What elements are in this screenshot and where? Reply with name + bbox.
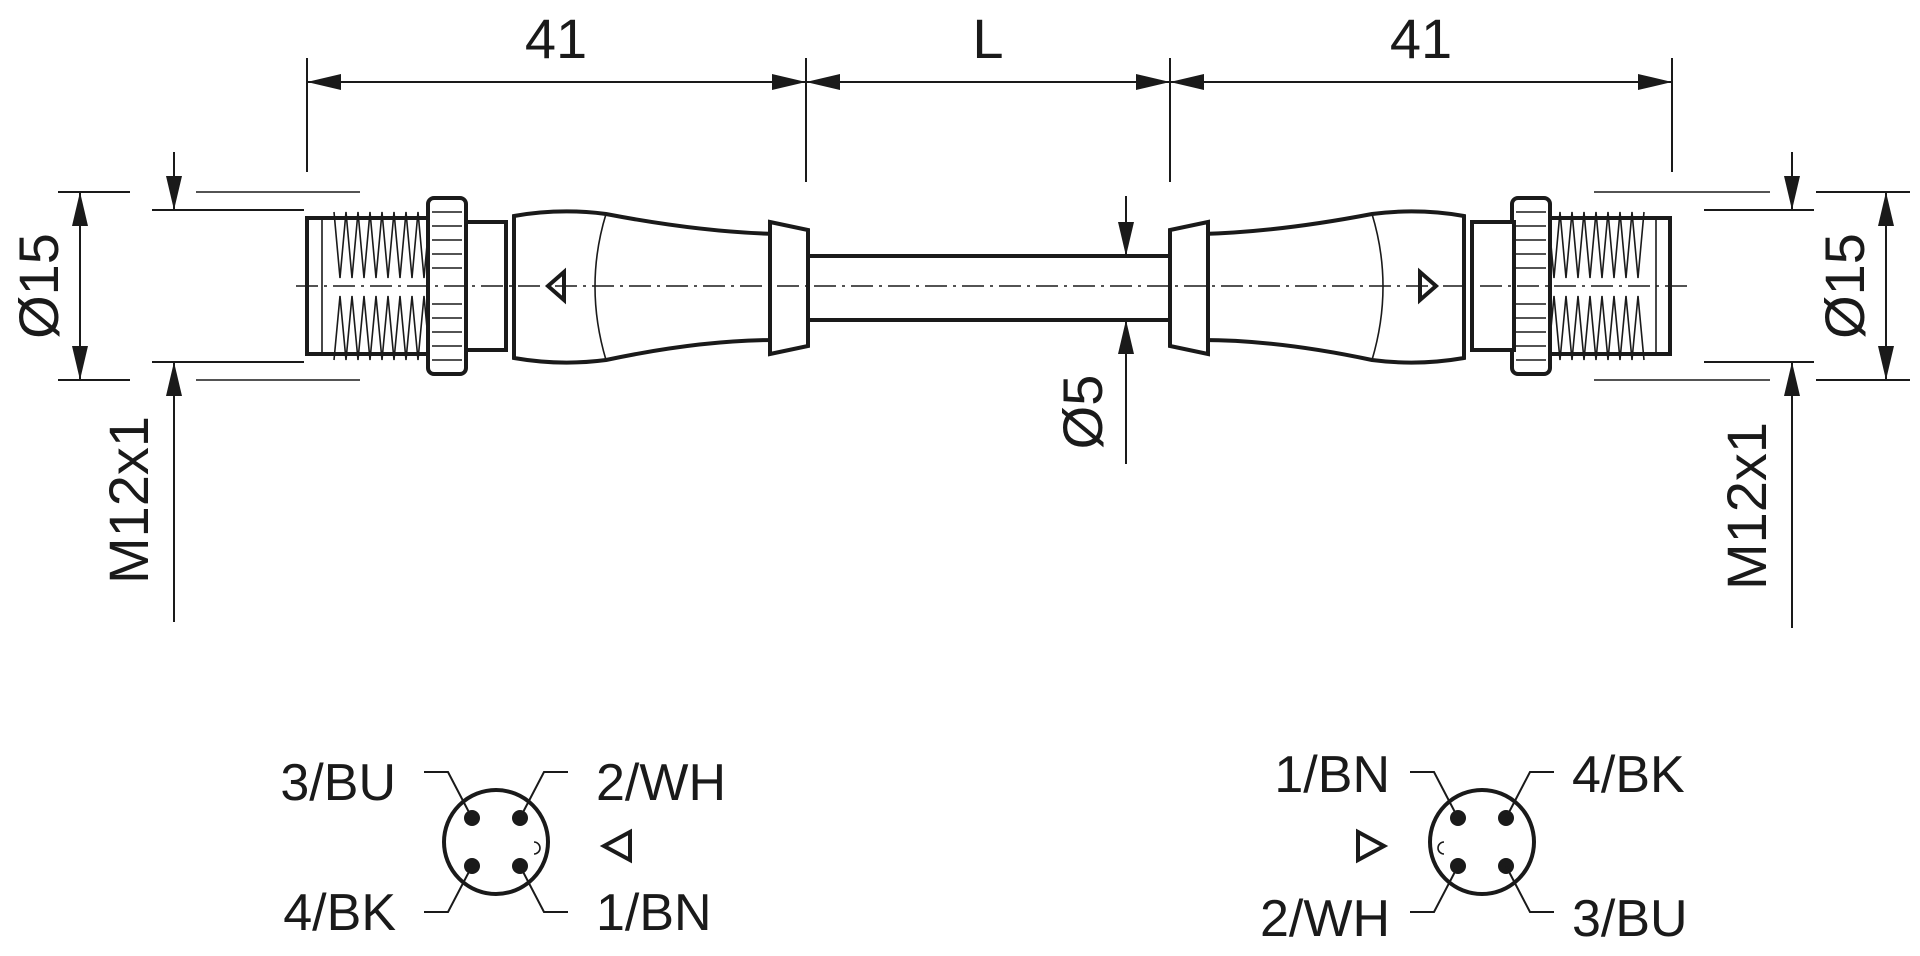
left-thread-top <box>333 211 431 279</box>
right-thread-bottom <box>1547 295 1645 361</box>
dim-right-thread: M12x1 <box>1715 422 1778 590</box>
cable <box>808 254 1168 322</box>
pin-label-left-bottom-right: 1/BN <box>596 884 712 942</box>
pin-label-left-top-left: 3/BU <box>280 754 396 812</box>
left-pinout: 3/BU 2/WH 4/BK 1/BN <box>280 754 726 942</box>
pin-label-right-top-right: 4/BK <box>1572 746 1685 804</box>
dim-left-length: 41 <box>525 7 587 70</box>
left-side-dimensions: Ø15 M12x1 <box>7 152 360 622</box>
cable-diameter-dimension: Ø5 <box>1051 196 1134 464</box>
right-side-dimensions: Ø15 M12x1 <box>1594 152 1910 628</box>
dim-right-length: 41 <box>1390 7 1452 70</box>
pin-label-left-bottom-left: 4/BK <box>283 884 396 942</box>
left-thread-bottom <box>333 295 431 361</box>
top-dimensions: 41 L 41 <box>306 7 1673 182</box>
dim-right-diameter: Ø15 <box>1813 233 1876 339</box>
dim-left-thread: M12x1 <box>97 416 160 584</box>
pin-label-right-top-left: 1/BN <box>1274 746 1390 804</box>
pin-label-left-top-right: 2/WH <box>596 754 726 812</box>
right-pinout: 1/BN 4/BK 2/WH 3/BU <box>1260 746 1688 948</box>
dim-left-diameter: Ø15 <box>7 233 70 339</box>
dim-cable-length: L <box>972 7 1003 70</box>
right-thread-top <box>1547 211 1645 279</box>
pin-label-right-bottom-right: 3/BU <box>1572 890 1688 948</box>
dim-cable-diameter: Ø5 <box>1051 375 1114 450</box>
pin-label-right-bottom-left: 2/WH <box>1260 890 1390 948</box>
